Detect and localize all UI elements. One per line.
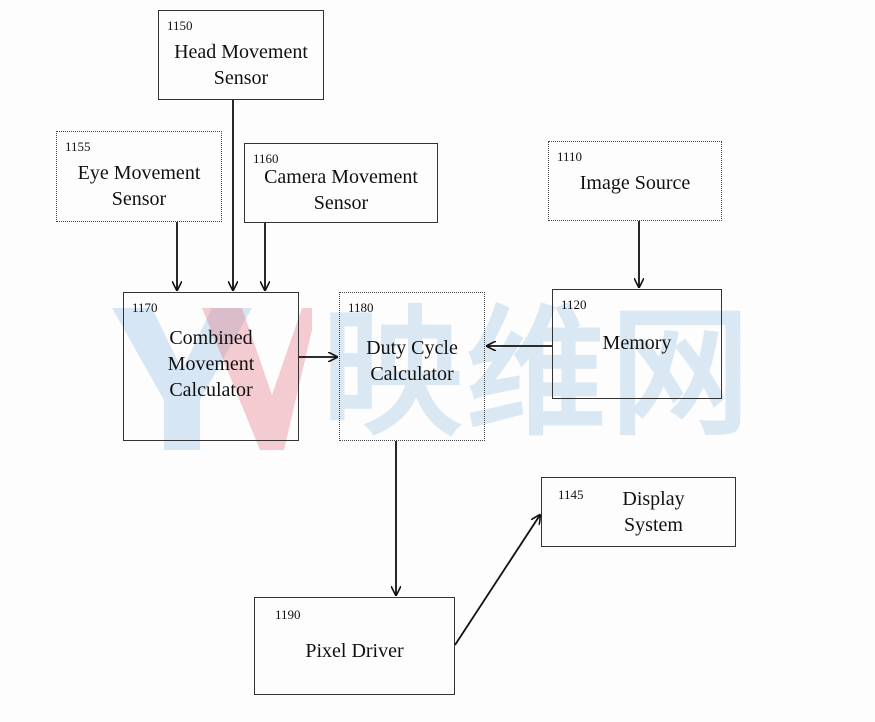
display-system-block: 1145 Display System — [541, 477, 736, 547]
block-label: Combined Movement Calculator — [167, 327, 255, 401]
block-ref-number: 1160 — [253, 151, 279, 166]
block-label: Memory — [602, 332, 672, 354]
combined-movement-calculator-block: 1170 Combined Movement Calculator — [123, 292, 299, 441]
block-ref-number: 1180 — [348, 300, 374, 315]
block-label: Eye Movement Sensor — [77, 162, 201, 210]
block-ref-number: 1170 — [132, 300, 158, 315]
image-source-block: 1110 Image Source — [548, 141, 722, 221]
block-label: Image Source — [579, 172, 691, 194]
duty-cycle-calculator-block: 1180 Duty Cycle Calculator — [339, 292, 485, 441]
block-label: Display System — [622, 488, 685, 536]
block-label: Pixel Driver — [305, 640, 404, 662]
memory-block: 1120 Memory — [552, 289, 722, 399]
eye-movement-sensor-block: 1155 Eye Movement Sensor — [56, 131, 222, 222]
block-ref-number: 1120 — [561, 297, 587, 312]
head-movement-sensor-block: 1150 Head Movement Sensor — [158, 10, 324, 100]
camera-movement-sensor-block: 1160 Camera Movement Sensor — [244, 143, 438, 223]
block-label: Head Movement Sensor — [174, 41, 308, 89]
block-label: Duty Cycle Calculator — [366, 337, 458, 385]
block-label: Camera Movement Sensor — [264, 166, 418, 214]
block-ref-number: 1155 — [65, 139, 91, 154]
block-ref-number: 1145 — [558, 487, 584, 502]
block-ref-number: 1150 — [167, 18, 193, 33]
block-ref-number: 1110 — [557, 149, 583, 164]
pixel-driver-block: 1190 Pixel Driver — [254, 597, 455, 695]
block-ref-number: 1190 — [275, 607, 301, 622]
arrow-pixel-driver-to-display — [454, 515, 540, 646]
